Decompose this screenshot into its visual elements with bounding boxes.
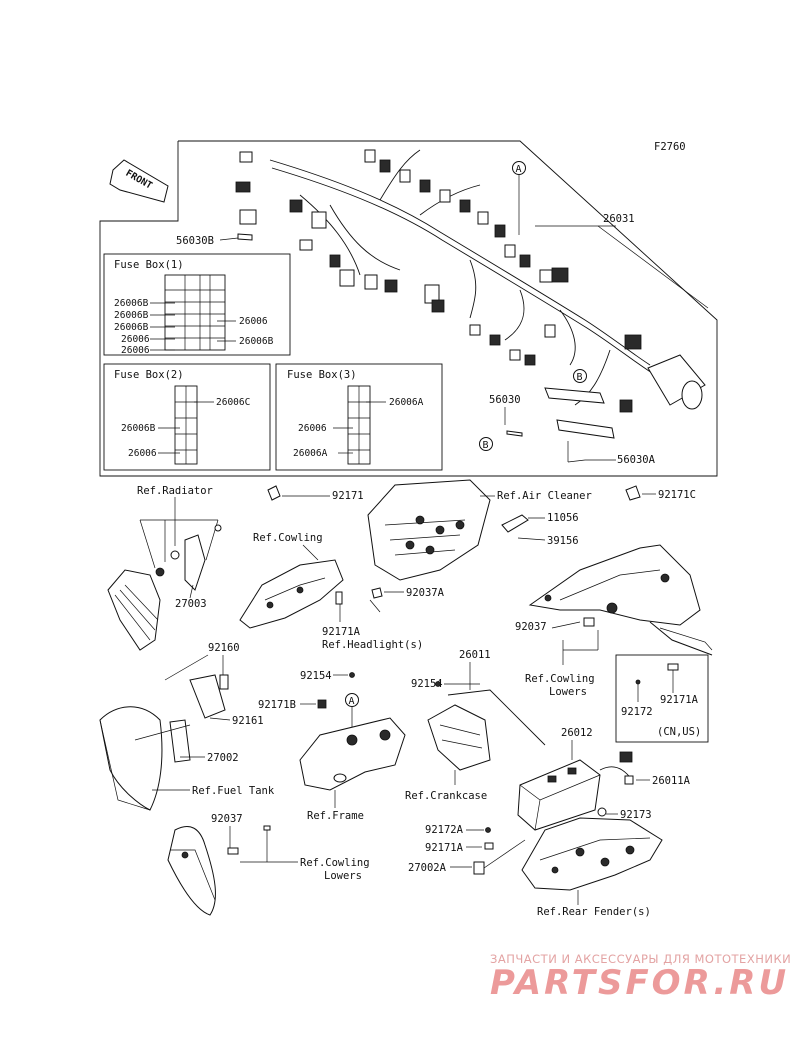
battery-group: 26011 92154 Ref.Crankcase 26012 26011A 9…: [405, 649, 691, 831]
label-56030: 56030: [489, 394, 521, 406]
callout-56030A: 56030A: [567, 441, 656, 466]
ref-cowling-lowers-label-3: Ref.Cowling: [300, 857, 370, 869]
circle-a-label: A: [516, 164, 522, 175]
label-11056: 11056: [547, 512, 579, 524]
label-92160: 92160: [208, 642, 240, 654]
front-arrow-icon: FRONT: [109, 159, 169, 203]
ref-fuel-tank-label: Ref.Fuel Tank: [192, 785, 275, 797]
label-92161: 92161: [232, 715, 264, 727]
label-92171A-2: 92171A: [660, 694, 699, 706]
ref-cowling-label: Ref.Cowling: [253, 532, 323, 544]
fuse-label: 26006: [121, 345, 150, 356]
air-cleaner-group: 92171 Ref.Air Cleaner 92171C 11056 39156: [267, 479, 696, 581]
label-27002: 27002: [207, 752, 239, 764]
cn-us-label: (CN,US): [657, 726, 701, 738]
label-56030B: 56030B: [176, 235, 214, 247]
ref-headlights-label: Ref.Headlight(s): [322, 639, 423, 651]
radiator-group: Ref.Radiator 27003: [107, 485, 222, 651]
callout-circle-b-right: B: [573, 369, 587, 383]
fuse-label: 26006: [298, 423, 327, 434]
callout-circle-a-top: A: [512, 161, 526, 235]
label-92037A: 92037A: [406, 587, 445, 599]
fuse-box-1-title: Fuse Box(1): [114, 259, 184, 271]
circle-b-label-2: B: [577, 372, 583, 383]
fuse-label: 26006B: [114, 310, 149, 321]
fuse-label: 26006: [128, 448, 157, 459]
ref-frame-label: Ref.Frame: [307, 810, 364, 822]
label-39156: 39156: [547, 535, 579, 547]
circle-b-label: B: [483, 440, 489, 451]
frame-group: 92154 92171B A Ref.Frame: [258, 670, 406, 822]
fuse-box-2: Fuse Box(2) 26006C 26006B 26006: [103, 363, 271, 471]
label-92171B: 92171B: [258, 699, 296, 711]
label-92154: 92154: [300, 670, 332, 682]
fuse-label: 26006A: [293, 448, 328, 459]
fuse-box-1-left-labels: 26006B 26006B 26006B 26006 26006: [114, 298, 175, 356]
fuse-box-3: Fuse Box(3) 26006A 26006 26006A: [275, 363, 443, 471]
watermark: ЗАПЧАСТИ И АКСЕССУАРЫ ДЛЯ МОТОТЕХНИКИ PA…: [490, 952, 791, 1003]
label-26011A: 26011A: [652, 775, 691, 787]
callout-26031: 26031: [535, 213, 709, 309]
lower-cowling-group: 92037 Ref.Cowling Lowers: [167, 813, 370, 916]
label-27003: 27003: [175, 598, 207, 610]
label-26011: 26011: [459, 649, 491, 661]
fuse-label: 26006: [239, 316, 268, 327]
label-92173: 92173: [620, 809, 652, 821]
cowling-group: Ref.Cowling 92037A 92171A Ref.Headlight(…: [239, 532, 445, 651]
label-92171C: 92171C: [658, 489, 696, 501]
ref-air-cleaner-label: Ref.Air Cleaner: [497, 490, 592, 502]
fuse-box-3-title: Fuse Box(3): [287, 369, 357, 381]
fuse-label: 26006B: [114, 322, 149, 333]
label-26012: 26012: [561, 727, 593, 739]
fuse-box-1-right-labels: 26006 26006B: [217, 316, 274, 347]
diagram-code: F2760: [654, 141, 686, 153]
callout-circle-b-left: B: [479, 437, 493, 451]
ref-crankcase-label: Ref.Crankcase: [405, 790, 487, 802]
label-92154-2: 92154: [411, 678, 443, 690]
label-92171: 92171: [332, 490, 364, 502]
label-92037-2: 92037: [211, 813, 243, 825]
fuse-box-2-title: Fuse Box(2): [114, 369, 184, 381]
rear-fender-group: 92172A 92171A 27002A Ref.Rear Fender(s): [408, 817, 663, 918]
watermark-tagline: ЗАПЧАСТИ И АКСЕССУАРЫ ДЛЯ МОТОТЕХНИКИ: [490, 952, 791, 966]
circle-a-label-2: A: [349, 696, 355, 707]
watermark-brand: PARTSFOR.RU: [490, 963, 789, 1003]
fuse-label: 26006B: [239, 336, 274, 347]
ref-cowling-lowers-label-4: Lowers: [324, 870, 362, 882]
label-27002A: 27002A: [408, 862, 447, 874]
fuse-label: 26006B: [114, 298, 149, 309]
label-92172A: 92172A: [425, 824, 464, 836]
label-92172: 92172: [621, 706, 653, 718]
fuse-box-1: Fuse Box(1) 26006B 26006B 26006B 26006 2…: [103, 253, 291, 356]
label-56030A: 56030A: [617, 454, 656, 466]
label-26031: 26031: [603, 213, 635, 225]
right-cowling-group: 92037 Ref.Cowling Lowers 92172 92171A (C…: [515, 544, 713, 743]
ref-rear-fender-label: Ref.Rear Fender(s): [537, 906, 651, 918]
ref-cowling-lowers-label-2: Lowers: [549, 686, 587, 698]
label-92037: 92037: [515, 621, 547, 633]
fuse-label: 26006: [121, 334, 150, 345]
fuse-label: 26006B: [121, 423, 156, 434]
main-harness-26031: [235, 149, 706, 439]
callout-56030B: 56030B: [176, 235, 239, 247]
ref-radiator-label: Ref.Radiator: [137, 485, 213, 497]
fuel-tank-group: 92160 92161 27002 Ref.Fuel Tank: [99, 642, 275, 811]
harness-panel: F2760 FRONT: [99, 140, 718, 477]
cn-us-box: 92172 92171A (CN,US): [615, 654, 709, 743]
label-92171A: 92171A: [322, 626, 361, 638]
callout-56030: 56030: [489, 394, 521, 425]
fuse-label: 26006A: [389, 397, 424, 408]
label-92171A-3: 92171A: [425, 842, 464, 854]
ref-cowling-lowers-label: Ref.Cowling: [525, 673, 595, 685]
fuse-label: 26006C: [216, 397, 250, 408]
